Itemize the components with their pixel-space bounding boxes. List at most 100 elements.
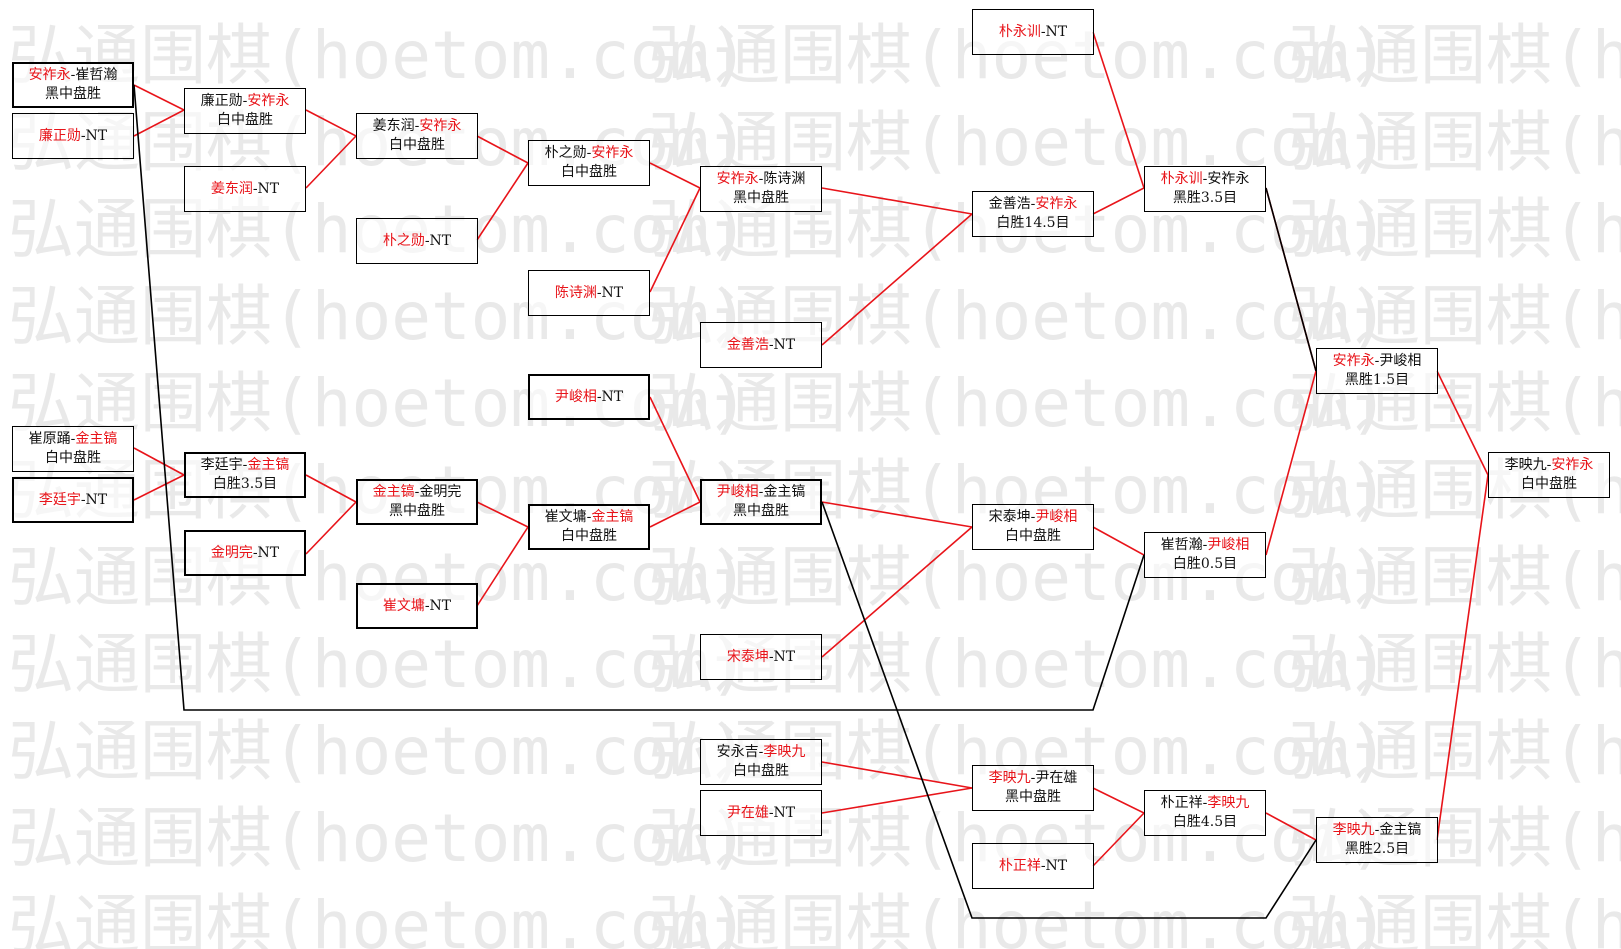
- match-players: 李映九-安祚永: [1505, 456, 1594, 475]
- bye-suffix: -NT: [80, 491, 108, 508]
- match-box[interactable]: 安祚永-陈诗渊黑中盘胜: [700, 166, 822, 212]
- match-box[interactable]: 朴正祥-NT: [972, 843, 1094, 889]
- match-box[interactable]: 尹峻相-NT: [528, 374, 650, 420]
- match-players: 李映九-金主镐: [1333, 821, 1422, 840]
- player-name: 金主镐: [372, 484, 415, 500]
- match-box[interactable]: 朴正祥-李映九白胜4.5目: [1144, 790, 1266, 836]
- match-box[interactable]: 尹峻相-金主镐黑中盘胜: [700, 479, 822, 525]
- player-name: 陈诗渊: [763, 171, 806, 187]
- match-box[interactable]: 李映九-尹在雄黑中盘胜: [972, 765, 1094, 811]
- match-box[interactable]: 陈诗渊-NT: [528, 270, 650, 316]
- match-box[interactable]: 李廷宇-金主镐白胜3.5目: [184, 452, 306, 498]
- bye-suffix: -NT: [424, 232, 452, 249]
- match-box[interactable]: 金善浩-安祚永白胜14.5目: [972, 191, 1094, 237]
- player-name: 廉正勋: [200, 93, 243, 109]
- player-name: 李映九: [1504, 457, 1547, 473]
- match-result: 白中盘胜: [1521, 476, 1577, 492]
- match-players: 朴永训-NT: [999, 23, 1067, 42]
- match-players: 宋泰坤-NT: [727, 648, 795, 667]
- player-name: 金善浩: [726, 336, 769, 353]
- match-box[interactable]: 李映九-安祚永白中盘胜: [1488, 452, 1610, 498]
- match-players: 姜东润-安祚永: [373, 117, 462, 136]
- player-name: 尹峻相: [1035, 509, 1078, 525]
- match-box[interactable]: 崔文墉-NT: [356, 583, 478, 629]
- match-players: 崔原踊-金主镐: [29, 430, 118, 449]
- match-result: 白胜0.5目: [1172, 556, 1238, 572]
- bye-suffix: -NT: [596, 388, 624, 405]
- player-name: 姜东润: [372, 118, 415, 134]
- name-separator: -: [1546, 457, 1552, 473]
- connector: [305, 109, 357, 137]
- player-name: 安祚永: [1332, 353, 1375, 369]
- match-box[interactable]: 崔原踊-金主镐白中盘胜: [12, 426, 134, 472]
- match-box[interactable]: 安祚永-崔哲瀚黑中盘胜: [12, 62, 134, 108]
- bye-suffix: -NT: [1040, 857, 1068, 874]
- match-box[interactable]: 朴之勋-安祚永白中盘胜: [528, 140, 650, 186]
- match-result: 黑中盘胜: [45, 86, 101, 102]
- name-separator: -: [586, 509, 592, 525]
- match-box[interactable]: 安祚永-尹峻相黑胜1.5目: [1316, 348, 1438, 394]
- name-separator: -: [758, 484, 764, 500]
- match-box[interactable]: 金善浩-NT: [700, 322, 822, 368]
- match-box[interactable]: 宋泰坤-尹峻相白中盘胜: [972, 504, 1094, 550]
- match-box[interactable]: 廉正勋-安祚永白中盘胜: [184, 88, 306, 134]
- match-box[interactable]: 安永吉-李映九白中盘胜: [700, 739, 822, 785]
- match-box[interactable]: 廉正勋-NT: [12, 113, 134, 159]
- name-separator: -: [1374, 822, 1380, 838]
- match-players: 宋泰坤-尹峻相: [989, 508, 1078, 527]
- match-box[interactable]: 姜东润-安祚永白中盘胜: [356, 113, 478, 159]
- match-result: 黑中盘胜: [733, 190, 789, 206]
- name-separator: -: [242, 93, 248, 109]
- player-name: 金主镐: [591, 509, 634, 525]
- match-box[interactable]: 金主镐-金明完黑中盘胜: [356, 479, 478, 525]
- name-separator: -: [1202, 171, 1208, 187]
- match-result: 黑胜2.5目: [1344, 841, 1410, 857]
- match-box[interactable]: 崔文墉-金主镐白中盘胜: [528, 504, 650, 550]
- match-result: 白中盘胜: [733, 763, 789, 779]
- match-box[interactable]: 姜东润-NT: [184, 166, 306, 212]
- match-players: 崔哲瀚-尹峻相: [1161, 536, 1250, 555]
- player-name: 姜东润: [210, 180, 253, 197]
- bye-suffix: -NT: [768, 648, 796, 665]
- match-box[interactable]: 朴永训-NT: [972, 9, 1094, 55]
- connector: [821, 501, 973, 528]
- connector: [133, 84, 1145, 711]
- player-name: 李映九: [1207, 795, 1250, 811]
- match-players: 朴正祥-李映九: [1161, 794, 1250, 813]
- player-name: 朴正祥: [1160, 795, 1203, 811]
- match-players: 朴正祥-NT: [999, 857, 1067, 876]
- match-result: 黑中盘胜: [733, 503, 789, 519]
- match-box[interactable]: 金明完-NT: [184, 530, 306, 576]
- match-box[interactable]: 宋泰坤-NT: [700, 634, 822, 680]
- match-result: 黑中盘胜: [389, 503, 445, 519]
- match-box[interactable]: 崔哲瀚-尹峻相白胜0.5目: [1144, 532, 1266, 578]
- match-players: 金善浩-安祚永: [989, 195, 1078, 214]
- loser-connectors: [133, 84, 1317, 919]
- player-name: 朴之勋: [382, 232, 425, 249]
- player-name: 陈诗渊: [554, 284, 597, 301]
- player-name: 金善浩: [988, 196, 1031, 212]
- match-players: 廉正勋-安祚永: [201, 92, 290, 111]
- connector: [1092, 787, 1145, 814]
- player-name: 安永吉: [716, 744, 759, 760]
- match-box[interactable]: 李映九-金主镐黑胜2.5目: [1316, 817, 1438, 863]
- player-name: 尹在雄: [1035, 770, 1078, 786]
- player-name: 崔原踊: [28, 431, 71, 447]
- connector: [1092, 31, 1145, 189]
- match-players: 朴之勋-安祚永: [545, 144, 634, 163]
- match-box[interactable]: 朴之勋-NT: [356, 218, 478, 264]
- name-separator: -: [70, 67, 76, 83]
- player-name: 李廷宇: [38, 491, 81, 508]
- match-box[interactable]: 朴永训-安祚永黑胜3.5目: [1144, 166, 1266, 212]
- name-separator: -: [758, 744, 764, 760]
- match-players: 安祚永-尹峻相: [1333, 352, 1422, 371]
- name-separator: -: [242, 457, 248, 473]
- match-box[interactable]: 李廷宇-NT: [12, 477, 134, 523]
- bye-suffix: -NT: [80, 127, 108, 144]
- match-box[interactable]: 尹在雄-NT: [700, 790, 822, 836]
- bye-suffix: -NT: [1040, 23, 1068, 40]
- match-result: 白中盘胜: [561, 528, 617, 544]
- connector: [649, 162, 701, 189]
- connector: [821, 501, 1317, 919]
